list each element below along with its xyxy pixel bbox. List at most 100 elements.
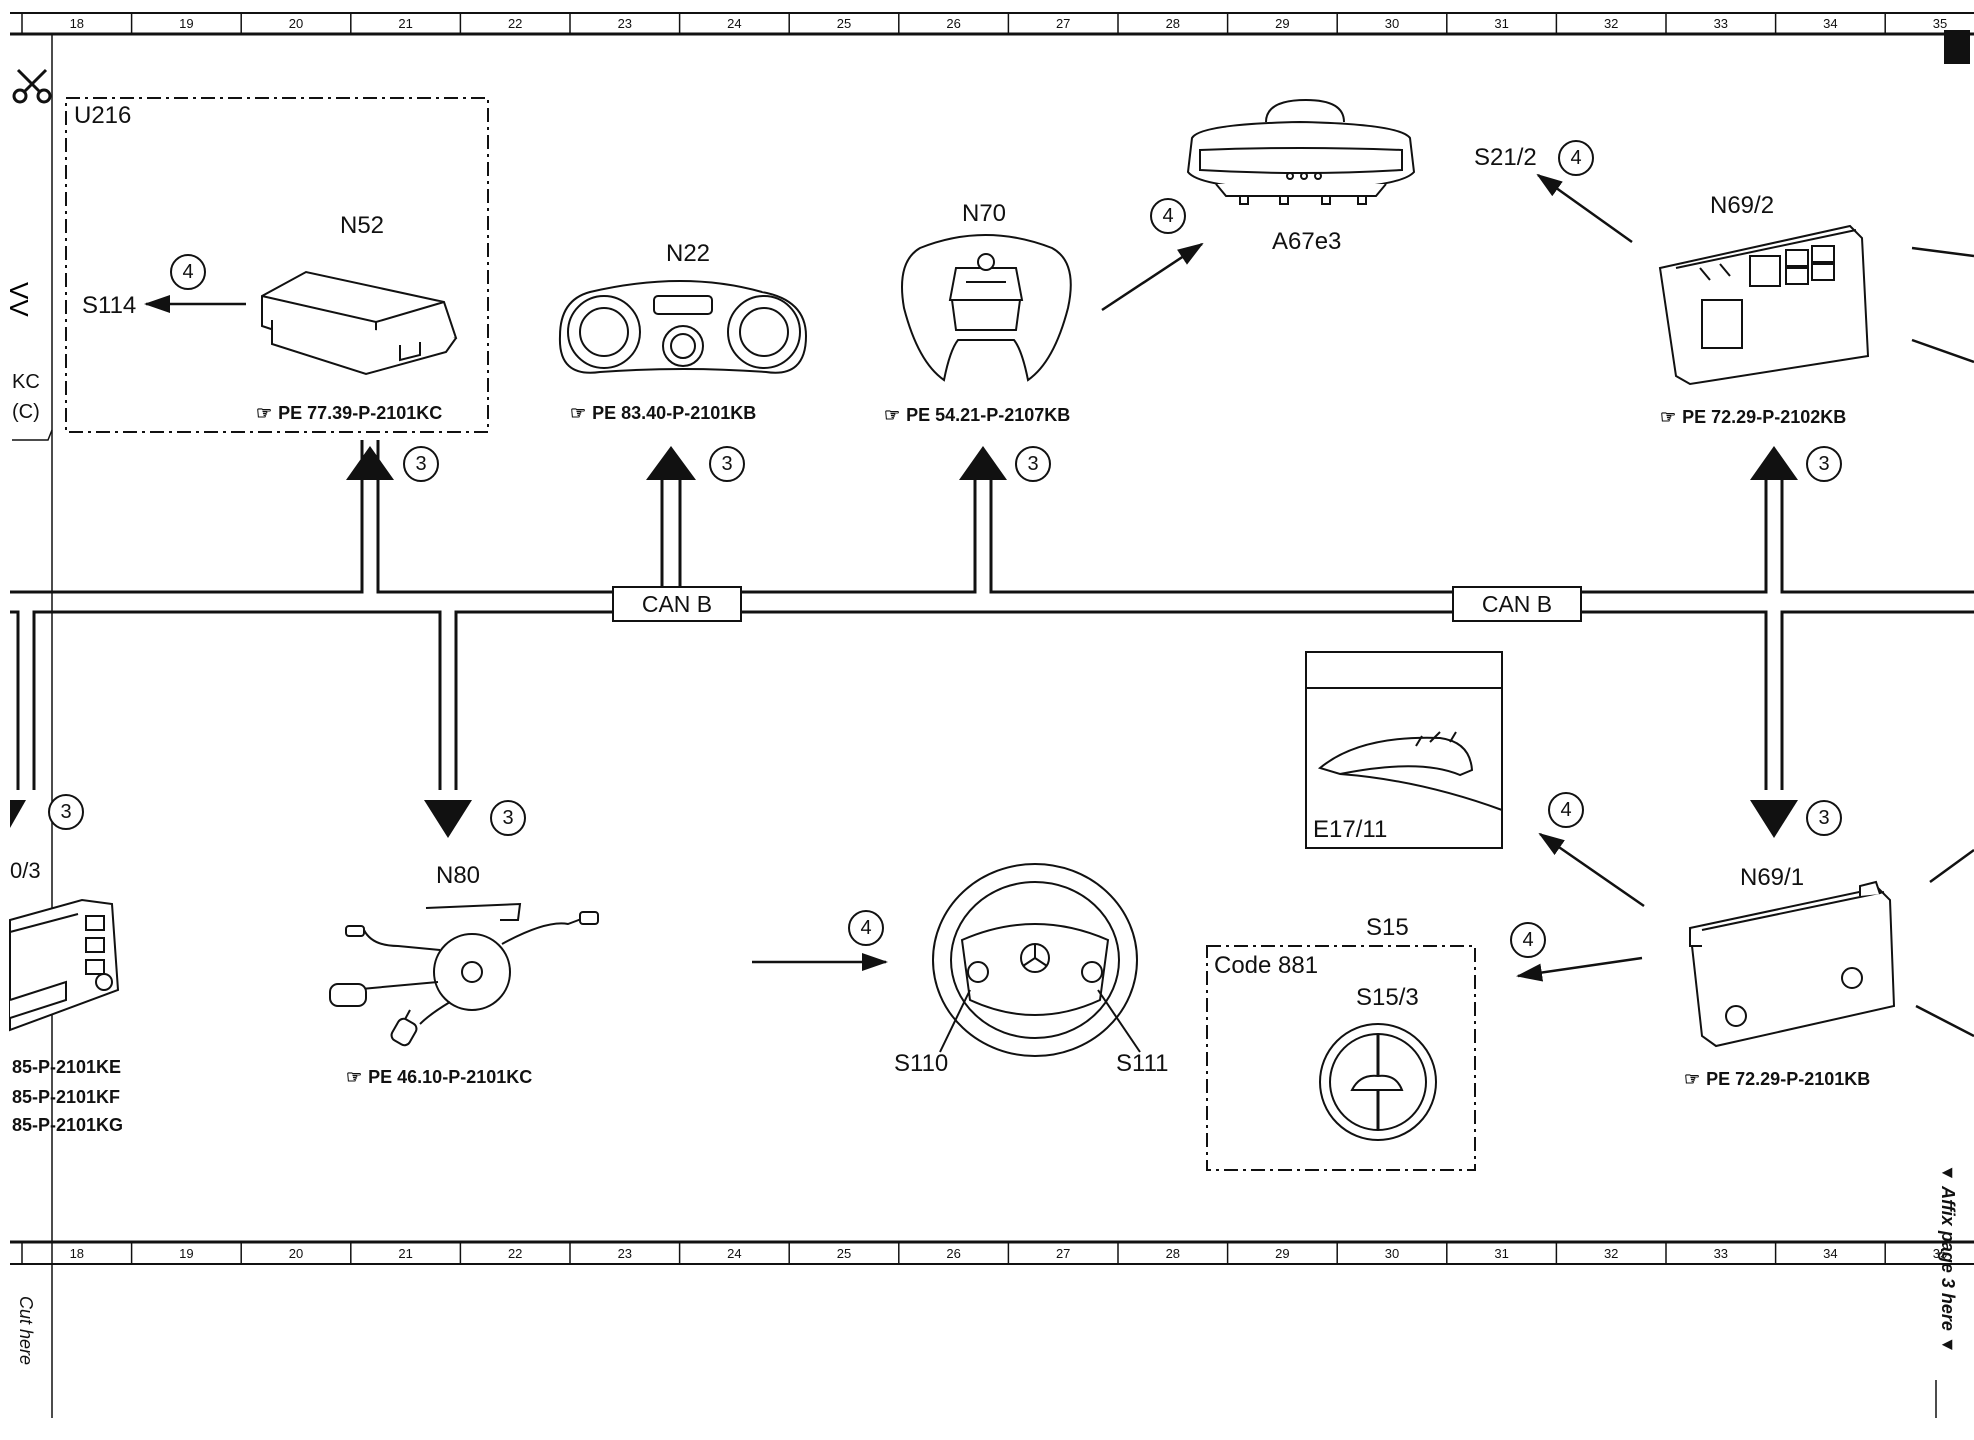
label-e17-11: E17/11 [1313,816,1388,843]
ruler-number: 22 [507,1246,523,1261]
callout-4: 4 [1558,140,1594,176]
ruler-number: 35 [1932,16,1948,31]
label-n70: N70 [962,200,1007,227]
n69-1-module-icon [1688,880,1896,1048]
left-margin-bracket [12,429,53,441]
e17-11-inset [1305,651,1503,849]
ref-n69-1[interactable]: ☞PE 72.29-P-2101KB [1684,1070,1870,1088]
ruler-number: 32 [1603,1246,1619,1261]
callout-3: 3 [403,446,439,482]
label-partial-left-top2: (C) [12,401,40,423]
ruler-number: 31 [1494,16,1509,31]
ref-n70[interactable]: ☞PE 54.21-P-2107KB [884,406,1070,424]
n70-panel-icon [901,234,1072,382]
ruler-number: 20 [288,1246,304,1261]
hand-pointer-icon: ☞ [346,1067,363,1087]
ruler-number: 30 [1384,1246,1400,1261]
label-s114: S114 [82,292,137,319]
callout-3: 3 [709,446,745,482]
ruler-number: 31 [1494,1246,1509,1261]
bus-arrows [10,446,1798,838]
ref-n22[interactable]: ☞PE 83.40-P-2101KB [570,404,756,422]
ruler-number: 26 [946,1246,961,1261]
callout-4: 4 [848,910,884,946]
n80-module-icon [329,902,599,1047]
radio-unit-icon [9,898,120,1032]
label-s15: S15 [1366,914,1409,941]
label-n22: N22 [666,240,711,267]
s15-3-switch-icon [1319,1023,1437,1141]
ruler-number: 34 [1823,16,1838,31]
ruler-number: 23 [617,16,633,31]
s15-boundary [1206,945,1476,1171]
callout-4: 4 [1150,198,1186,234]
callout-4: 4 [1510,922,1546,958]
ruler-number: 32 [1603,16,1619,31]
ruler-number: 22 [507,16,523,31]
ruler-number: 27 [1055,1246,1071,1261]
scissors-icon [12,68,52,104]
ref-n52-text: PE 77.39-P-2101KC [278,403,443,423]
affix-page-text: ▼ Affix page 3 here ▼ [1938,1164,1958,1354]
label-n69-1: N69/1 [1740,864,1805,891]
ruler-number: 19 [179,1246,194,1261]
ruler-number: 25 [836,1246,852,1261]
ref-n69-1-text: PE 72.29-P-2101KB [1706,1069,1871,1089]
label-s15-3: S15/3 [1356,984,1419,1011]
ruler-number: 18 [69,16,85,31]
ruler-number: 24 [727,1246,742,1261]
label-s21-2: S21/2 [1474,144,1537,171]
ref-n22-text: PE 83.40-P-2101KB [592,403,757,423]
hand-pointer-icon: ☞ [884,405,901,425]
hand-pointer-icon: ☞ [1660,407,1677,427]
hand-pointer-icon: ☞ [1684,1069,1701,1089]
ruler-number: 21 [398,1246,413,1261]
ruler-number: 33 [1713,1246,1729,1261]
ref-n80[interactable]: ☞PE 46.10-P-2101KC [346,1068,532,1086]
ruler-number: 24 [727,16,742,31]
ruler-number: 20 [288,16,304,31]
ref-left-1[interactable]: 85-P-2101KE [12,1057,122,1077]
label-a67e3: A67e3 [1272,228,1342,255]
ruler-number: 21 [398,16,413,31]
ruler-number: 33 [1713,16,1729,31]
callout-4: 4 [1548,792,1584,828]
ruler-number: 28 [1165,1246,1181,1261]
ruler-number: 29 [1275,1246,1290,1261]
callout-3: 3 [1806,800,1842,836]
ruler-number: 18 [69,1246,85,1261]
callout-3: 3 [490,800,526,836]
cut-here-text: Cut here [16,1296,36,1366]
ruler-number: 34 [1823,1246,1838,1261]
ruler-number: 27 [1055,16,1071,31]
side-glyph: VV [4,282,34,317]
ref-left-3[interactable]: 85-P-2101KG [12,1115,124,1135]
n52-module-icon [261,270,458,376]
label-n69-2: N69/2 [1710,192,1775,219]
ruler-number: 26 [946,16,961,31]
callout-3: 3 [1015,446,1051,482]
can-b-label-left: CAN B [612,586,742,622]
ref-n52[interactable]: ☞PE 77.39-P-2101KC [256,404,442,422]
hand-pointer-icon: ☞ [570,403,587,423]
ruler-number: 28 [1165,16,1181,31]
ruler-number: 19 [179,16,194,31]
label-s111: S111 [1116,1050,1169,1077]
can-bus [10,440,1974,790]
label-code-881: Code 881 [1214,952,1319,979]
label-partial-left-mid: 0/3 [10,858,41,883]
corner-block [1944,30,1970,64]
u216-boundary [65,97,489,433]
signal-arrows [144,173,1974,1038]
n22-panel-icon [558,280,808,374]
label-partial-left-top1: KC [12,371,40,393]
ref-n69-2[interactable]: ☞PE 72.29-P-2102KB [1660,408,1846,426]
ref-n69-2-text: PE 72.29-P-2102KB [1682,407,1847,427]
callout-3: 3 [48,794,84,830]
n69-2-module-icon [1658,224,1870,386]
ruler-number: 25 [836,16,852,31]
top-ruler [10,12,1974,36]
ref-n70-text: PE 54.21-P-2107KB [906,405,1071,425]
ref-left-2[interactable]: 85-P-2101KF [12,1087,121,1107]
